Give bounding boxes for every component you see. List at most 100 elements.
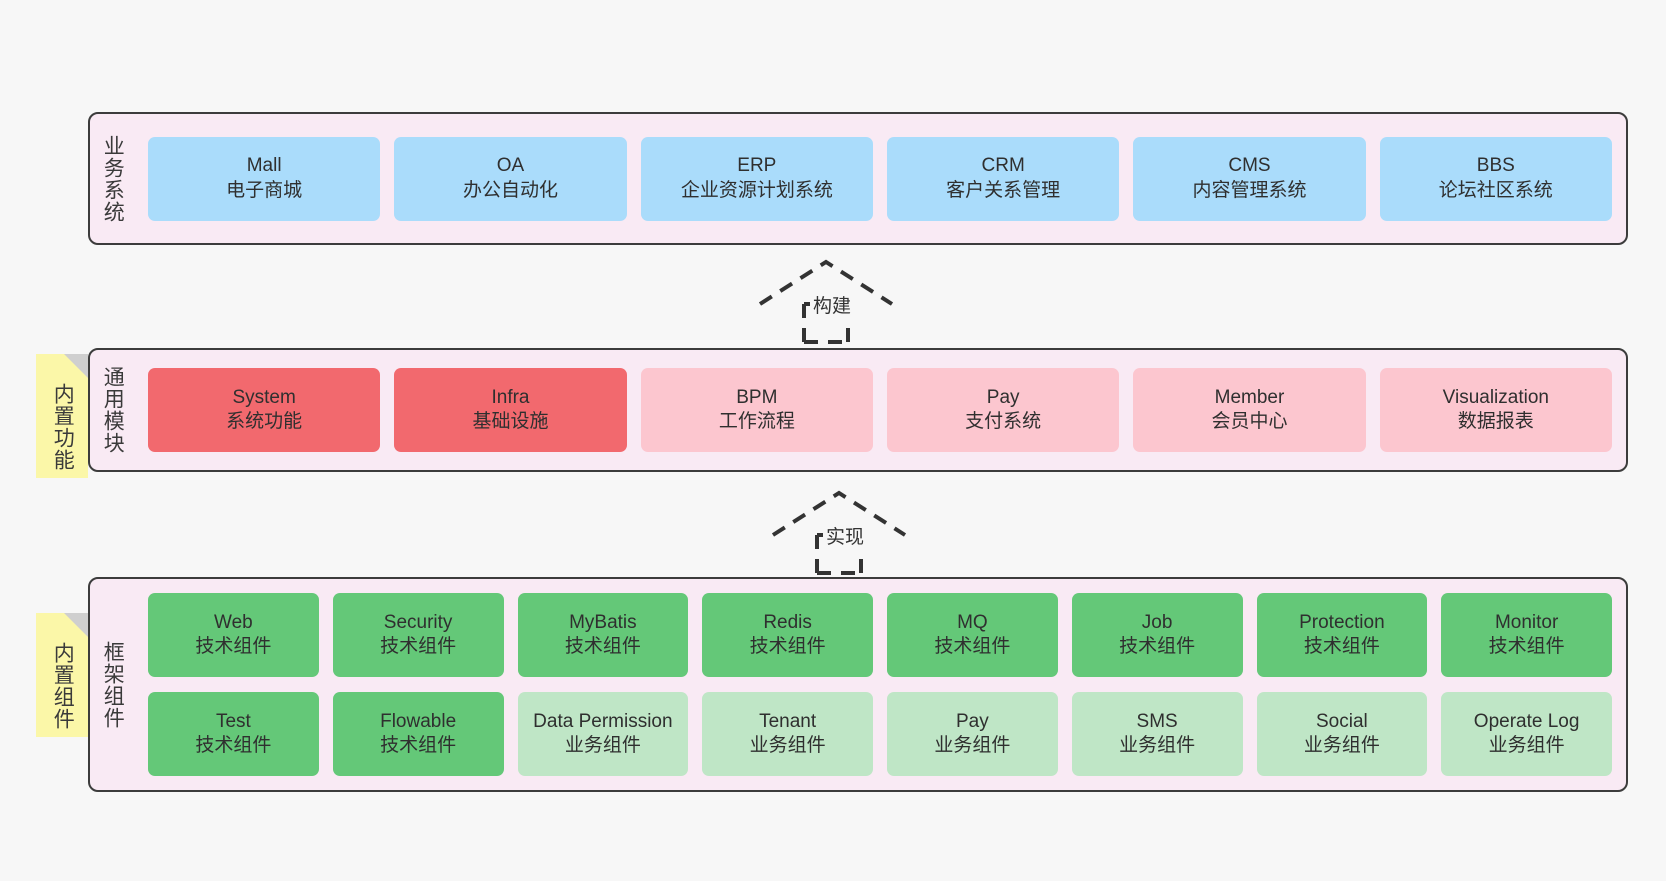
- node-operate-log[interactable]: Operate Log 业务组件: [1441, 692, 1612, 776]
- node-subtitle: 技术组件: [1303, 636, 1380, 657]
- node-protection[interactable]: Protection 技术组件: [1256, 593, 1428, 677]
- node-subtitle: 业务组件: [1488, 735, 1565, 756]
- node-title: Tenant: [759, 710, 817, 732]
- row-business-systems: Mall 电子商城 OA 办公自动化 ERP 企业资源计划系统 CRM 客户关系…: [148, 136, 1612, 221]
- node-infra[interactable]: Infra 基础设施: [394, 368, 627, 452]
- node-subtitle: 基础设施: [472, 411, 549, 432]
- node-title: Data Permission: [533, 710, 673, 732]
- node-title: Infra: [491, 386, 530, 408]
- layer-body-framework-components: Web 技术组件 Security 技术组件 MyBatis 技术组件 Redi…: [134, 579, 1626, 790]
- node-subtitle: 技术组件: [380, 735, 457, 756]
- node-flowable[interactable]: Flowable 技术组件: [332, 692, 504, 776]
- connector-build-label: 构建: [810, 291, 855, 318]
- node-bpm[interactable]: BPM 工作流程: [640, 368, 873, 452]
- node-title: MQ: [957, 611, 988, 633]
- node-title: Flowable: [380, 710, 457, 732]
- node-visualization[interactable]: Visualization 数据报表: [1379, 368, 1612, 452]
- node-tenant[interactable]: Tenant 业务组件: [702, 692, 873, 776]
- note-builtin-components: 内置组件: [36, 613, 88, 737]
- node-web[interactable]: Web 技术组件: [148, 593, 319, 677]
- fold-corner-icon: [64, 354, 88, 378]
- row-framework-tech: Web 技术组件 Security 技术组件 MyBatis 技术组件 Redi…: [148, 593, 1612, 677]
- node-title: System: [232, 386, 296, 408]
- node-security[interactable]: Security 技术组件: [332, 593, 504, 677]
- node-title: BPM: [736, 386, 778, 408]
- node-title: Web: [214, 611, 253, 633]
- node-title: Protection: [1299, 611, 1385, 633]
- node-subtitle: 技术组件: [749, 636, 826, 657]
- node-subtitle: 业务组件: [564, 735, 641, 756]
- row-framework-business: Test 技术组件 Flowable 技术组件 Data Permission …: [148, 692, 1612, 776]
- node-title: CRM: [981, 155, 1025, 177]
- layer-framework-components: 框架组件 Web 技术组件 Security 技术组件 MyBatis 技术组件…: [88, 577, 1628, 792]
- node-title: OA: [496, 155, 525, 177]
- node-bbs[interactable]: BBS 论坛社区系统: [1379, 136, 1612, 221]
- node-subtitle: 电子商城: [226, 179, 303, 201]
- node-subtitle: 业务组件: [1119, 735, 1196, 756]
- node-title: Test: [215, 710, 251, 732]
- note-builtin-features: 内置功能: [36, 354, 88, 478]
- node-member[interactable]: Member 会员中心: [1133, 368, 1366, 452]
- layer-title-framework-components: 框架组件: [101, 640, 125, 729]
- node-subtitle: 技术组件: [1488, 636, 1565, 657]
- node-title: Social: [1316, 710, 1368, 732]
- node-title: Job: [1141, 611, 1173, 633]
- node-subtitle: 企业资源计划系统: [680, 179, 833, 201]
- node-title: Pay: [956, 710, 989, 732]
- node-mall[interactable]: Mall 电子商城: [148, 136, 381, 221]
- node-title: Redis: [763, 611, 812, 633]
- node-title: Security: [383, 611, 453, 633]
- layer-body-business-systems: Mall 电子商城 OA 办公自动化 ERP 企业资源计划系统 CRM 客户关系…: [134, 114, 1626, 243]
- node-data-permission[interactable]: Data Permission 业务组件: [517, 692, 689, 776]
- node-subtitle: 技术组件: [934, 636, 1011, 657]
- node-subtitle: 系统功能: [226, 411, 303, 432]
- node-subtitle: 业务组件: [749, 735, 826, 756]
- node-subtitle: 技术组件: [1119, 636, 1196, 657]
- node-title: Monitor: [1494, 611, 1559, 633]
- node-oa[interactable]: OA 办公自动化: [394, 136, 627, 221]
- layer-title-business-systems: 业务系统: [101, 134, 125, 223]
- node-pay-module[interactable]: Pay 支付系统: [886, 368, 1120, 452]
- node-mq[interactable]: MQ 技术组件: [887, 593, 1058, 677]
- node-subtitle: 业务组件: [934, 735, 1011, 756]
- node-subtitle: 技术组件: [380, 636, 457, 657]
- layer-common-modules: 通用模块 System 系统功能 Infra 基础设施 BPM 工作流程 Pay…: [88, 348, 1628, 472]
- node-title: Pay: [986, 386, 1020, 408]
- node-subtitle: 数据报表: [1457, 411, 1534, 432]
- node-cms[interactable]: CMS 内容管理系统: [1133, 136, 1366, 221]
- node-job[interactable]: Job 技术组件: [1071, 593, 1243, 677]
- node-subtitle: 技术组件: [195, 735, 272, 756]
- node-title: Operate Log: [1473, 710, 1580, 732]
- node-title: CMS: [1228, 155, 1271, 177]
- node-erp[interactable]: ERP 企业资源计划系统: [640, 136, 873, 221]
- node-pay-component[interactable]: Pay 业务组件: [887, 692, 1058, 776]
- node-title: Member: [1214, 386, 1285, 408]
- layer-title-common-modules: 通用模块: [101, 366, 125, 454]
- node-sms[interactable]: SMS 业务组件: [1071, 692, 1243, 776]
- node-subtitle: 论坛社区系统: [1438, 179, 1553, 201]
- node-subtitle: 业务组件: [1303, 735, 1380, 756]
- node-subtitle: 工作流程: [718, 411, 795, 432]
- node-subtitle: 会员中心: [1211, 411, 1288, 432]
- node-test[interactable]: Test 技术组件: [148, 692, 319, 776]
- node-subtitle: 客户关系管理: [946, 179, 1061, 201]
- connector-build: 构建: [758, 258, 898, 344]
- node-crm[interactable]: CRM 客户关系管理: [886, 136, 1120, 221]
- node-title: ERP: [737, 155, 777, 177]
- connector-implement-label: 实现: [823, 522, 868, 549]
- node-title: Mall: [246, 155, 282, 177]
- layer-body-common-modules: System 系统功能 Infra 基础设施 BPM 工作流程 Pay 支付系统…: [134, 350, 1626, 470]
- row-common-modules: System 系统功能 Infra 基础设施 BPM 工作流程 Pay 支付系统…: [148, 368, 1612, 452]
- fold-corner-icon: [64, 613, 88, 637]
- node-monitor[interactable]: Monitor 技术组件: [1441, 593, 1612, 677]
- node-title: SMS: [1136, 710, 1178, 732]
- node-system[interactable]: System 系统功能: [148, 368, 381, 452]
- node-mybatis[interactable]: MyBatis 技术组件: [517, 593, 689, 677]
- note-label: 内置组件: [51, 642, 75, 730]
- connector-implement: 实现: [771, 489, 911, 575]
- node-subtitle: 支付系统: [965, 411, 1042, 432]
- node-social[interactable]: Social 业务组件: [1256, 692, 1428, 776]
- node-redis[interactable]: Redis 技术组件: [702, 593, 873, 677]
- node-subtitle: 内容管理系统: [1192, 179, 1307, 201]
